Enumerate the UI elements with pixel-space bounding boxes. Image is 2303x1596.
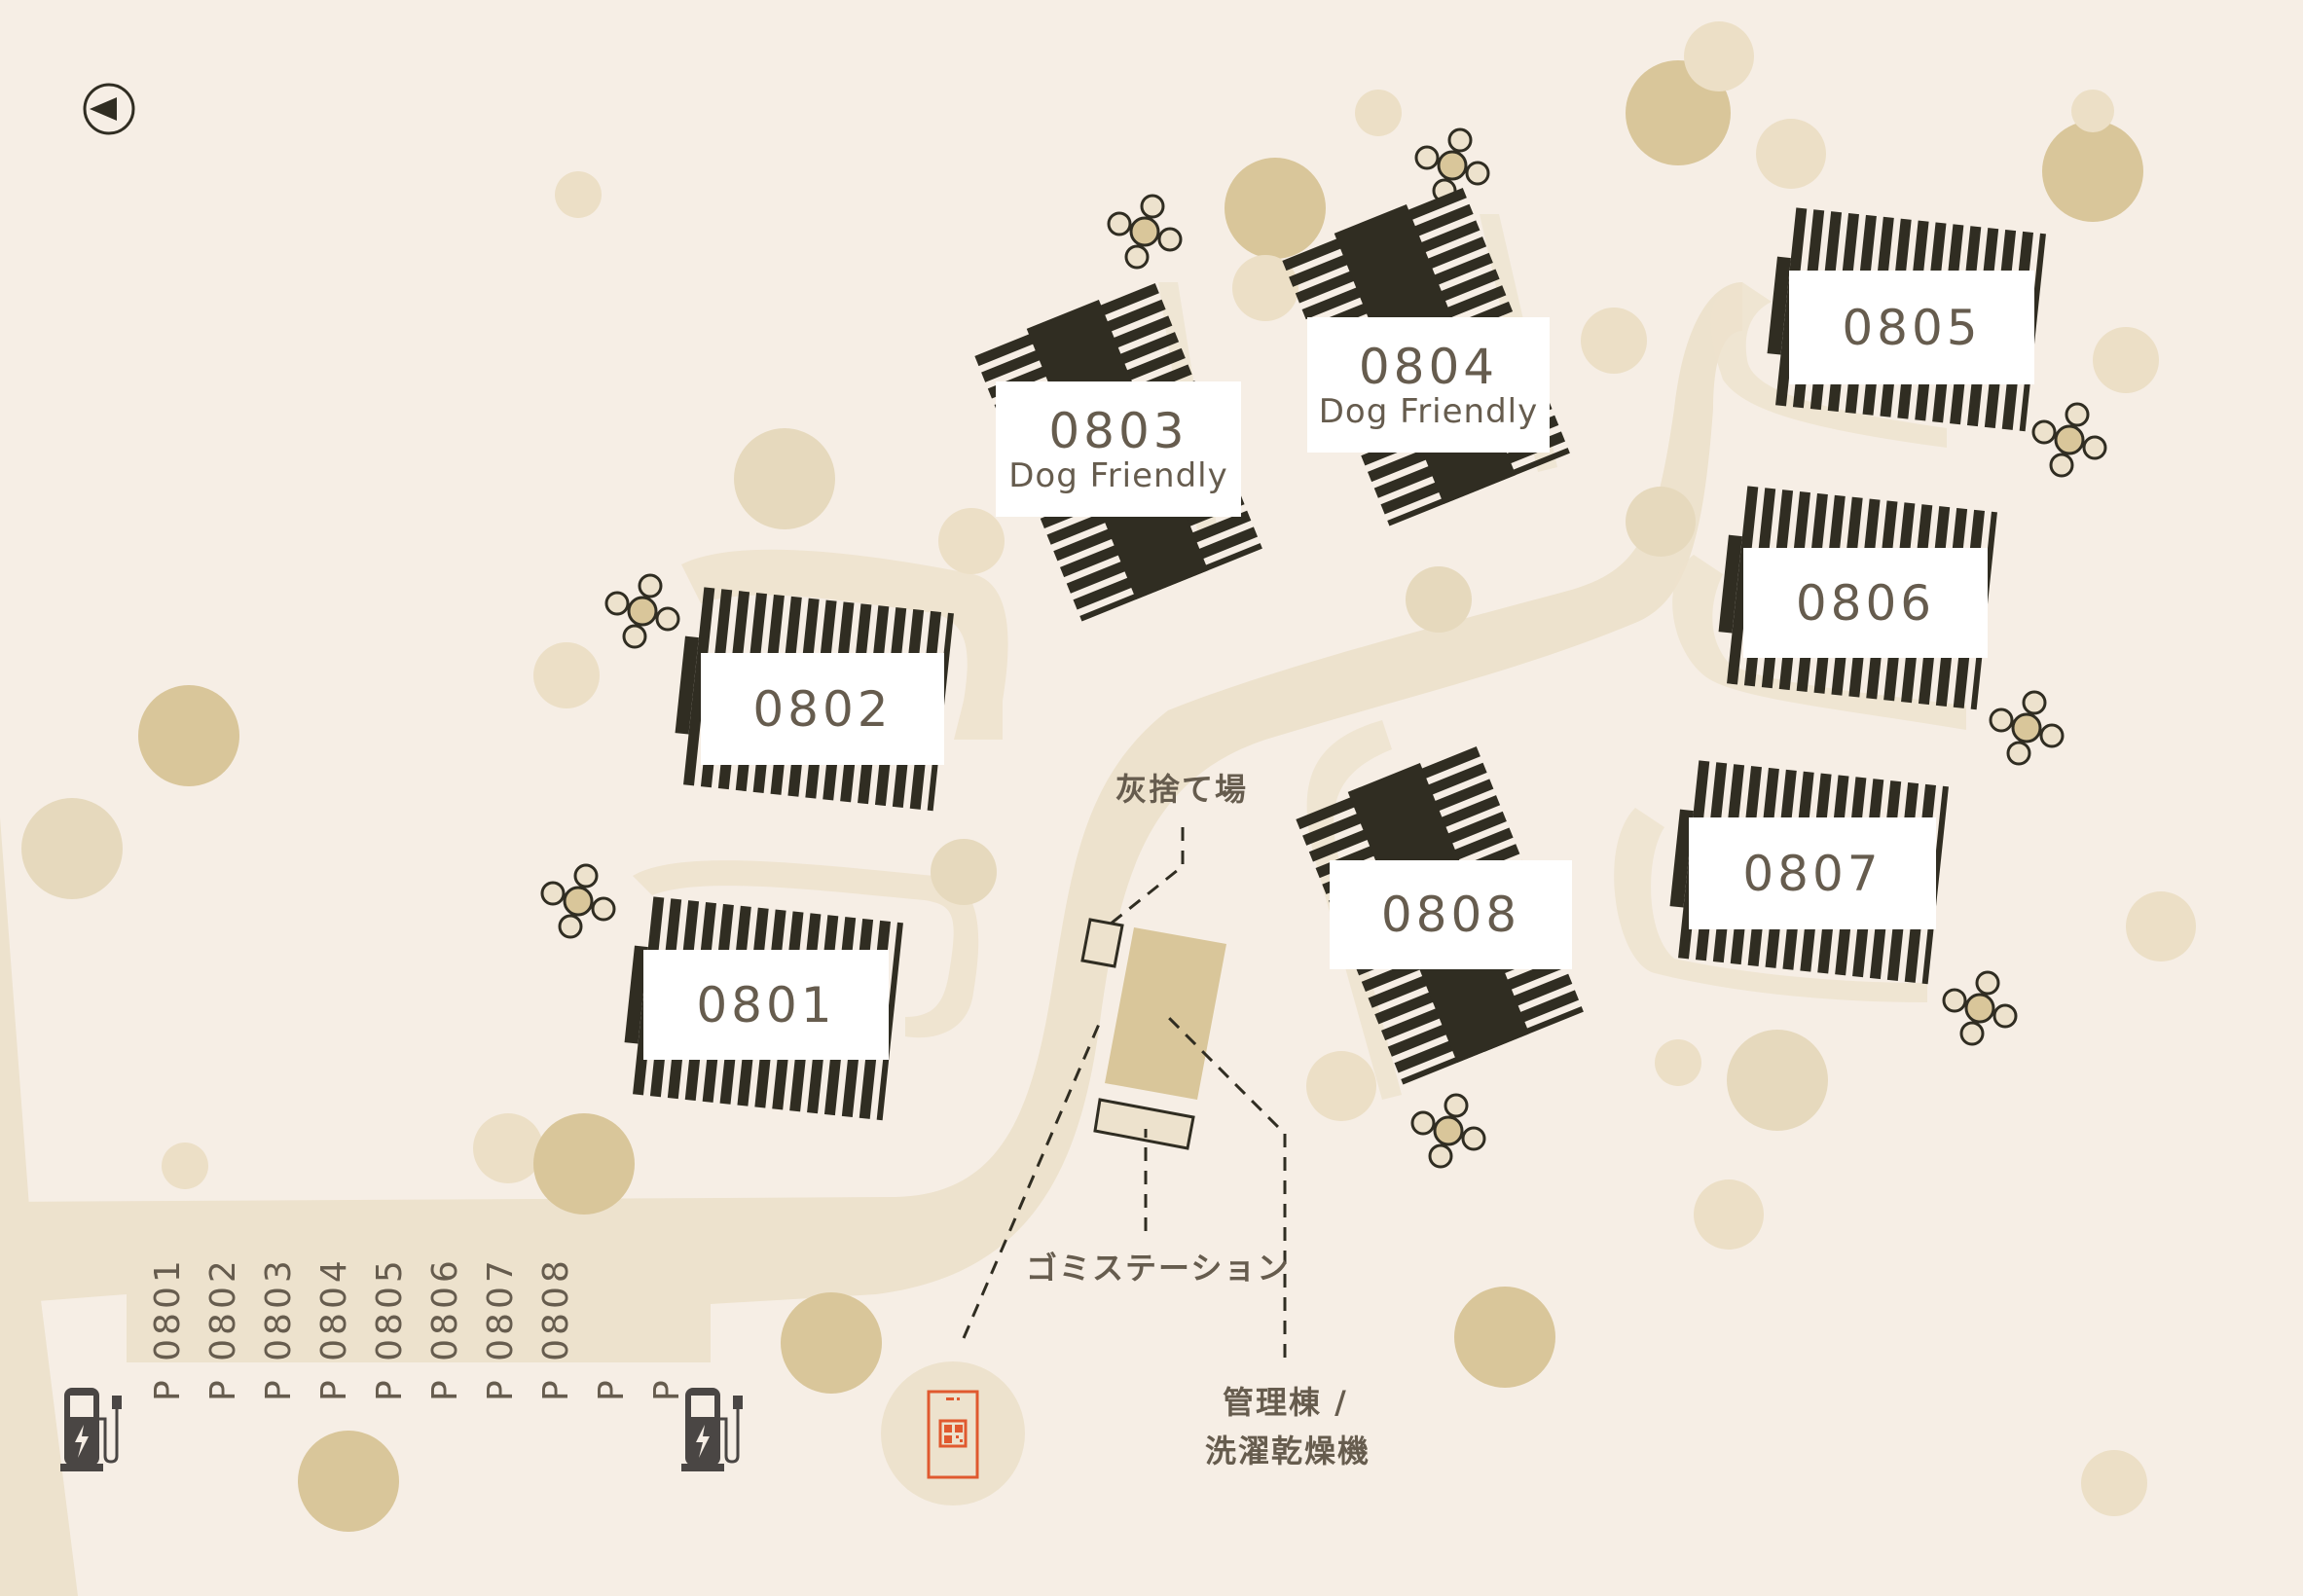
cabin-0802[interactable]: 0802 bbox=[701, 653, 944, 765]
garbage-station-label: ゴミステーション bbox=[1026, 1250, 1291, 1287]
cabin-0805[interactable]: 0805 bbox=[1789, 271, 2034, 384]
parking-spot-0804: P 0804 bbox=[314, 1256, 354, 1401]
back-button[interactable] bbox=[82, 82, 136, 136]
ev-charger-icon bbox=[681, 1388, 743, 1471]
cabin-number: 0805 bbox=[1842, 299, 1982, 356]
cabin-0806[interactable]: 0806 bbox=[1743, 548, 1988, 658]
ev-charger-right bbox=[681, 1386, 769, 1512]
parking-spot-0805: P 0805 bbox=[370, 1256, 410, 1401]
parking-spot-0806: P 0806 bbox=[425, 1256, 465, 1401]
cabin-number: 0807 bbox=[1742, 845, 1883, 902]
cabin-0808[interactable]: 0808 bbox=[1330, 860, 1572, 969]
cabin-number: 0806 bbox=[1795, 574, 1936, 632]
parking-spot-0808: P 0808 bbox=[536, 1256, 576, 1401]
dog-friendly-tag: Dog Friendly bbox=[1008, 455, 1228, 495]
trees bbox=[21, 21, 2196, 1532]
laundry-label: 洗濯乾燥機 bbox=[1205, 1433, 1371, 1469]
ash-disposal-label: 灰捨て場 bbox=[1115, 771, 1249, 808]
ev-charger-left bbox=[60, 1386, 148, 1512]
leader-lines bbox=[962, 827, 1287, 1358]
back-arrow-icon bbox=[83, 83, 135, 135]
parking-spot-0801: P 0801 bbox=[148, 1256, 188, 1401]
qr-phone-icon bbox=[881, 1361, 1025, 1505]
cabin-number: 0804 bbox=[1358, 338, 1499, 395]
parking-spot-0802: P 0802 bbox=[203, 1256, 243, 1401]
parking-spot-0807: P 0807 bbox=[481, 1256, 521, 1401]
cabin-0803[interactable]: 0803 Dog Friendly bbox=[996, 381, 1241, 517]
cabin-0807[interactable]: 0807 bbox=[1689, 817, 1936, 929]
ev-charger-icon bbox=[60, 1388, 122, 1471]
cabin-number: 0808 bbox=[1380, 887, 1521, 943]
cabin-0801[interactable]: 0801 bbox=[643, 950, 889, 1060]
cabin-number: 0803 bbox=[1048, 402, 1188, 459]
cabin-number: 0802 bbox=[752, 680, 893, 738]
picnic-tables bbox=[540, 127, 2107, 1169]
management-building-label: 管理棟 / bbox=[1223, 1384, 1348, 1421]
management-building bbox=[1080, 918, 1226, 1150]
cabin-number: 0801 bbox=[696, 976, 836, 1034]
parking-spot-extra-1: P bbox=[592, 1376, 632, 1401]
parking-spot-0803: P 0803 bbox=[259, 1256, 299, 1401]
dog-friendly-tag: Dog Friendly bbox=[1318, 391, 1539, 431]
qr-payment-point[interactable] bbox=[880, 1360, 1026, 1506]
cabin-0804[interactable]: 0804 Dog Friendly bbox=[1307, 317, 1550, 453]
